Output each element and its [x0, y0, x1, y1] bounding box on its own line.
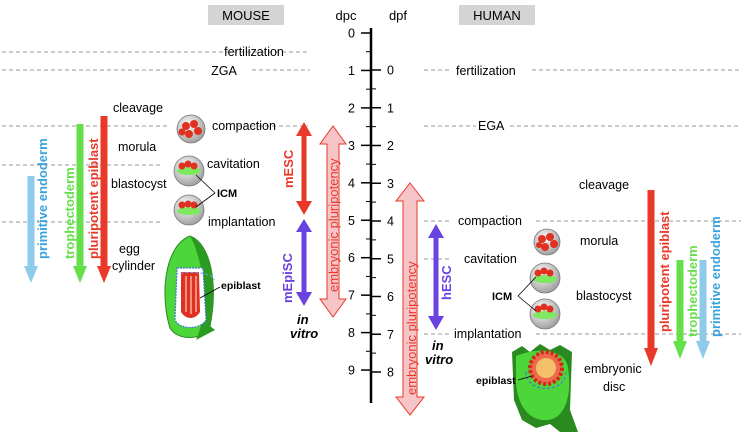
human-in-label: in [432, 338, 444, 353]
human-event-implantation: implantation [454, 327, 521, 341]
mouse-lineage-trophectoderm: trophectoderm [62, 167, 77, 259]
human-stage-embryonic: embryonic [584, 362, 642, 376]
dpc-tick-label: 7 [348, 289, 355, 303]
dpc-tick-label: 2 [348, 101, 355, 115]
human-icm-pointer [517, 276, 537, 312]
mouse-stage-blastocyst: blastocyst [111, 177, 167, 191]
mouse-mesc-label: mESC [281, 149, 296, 188]
human-event-compaction: compaction [458, 214, 522, 228]
dpc-tick-label: 3 [348, 139, 355, 153]
mouse-header: MOUSE [222, 8, 270, 23]
mouse-pluripotency-label: embryonic pluripotency [326, 158, 341, 292]
human-lineage-pluripotent-epiblast: pluripotent epiblast [657, 211, 672, 332]
mouse-morula-image [176, 114, 206, 144]
dpf-tick-label: 5 [387, 252, 394, 266]
dpf-label: dpf [389, 8, 407, 23]
human-embryonic-disc-image [512, 344, 578, 432]
dpc-tick-label: 8 [348, 326, 355, 340]
human-stage-cleavage: cleavage [579, 178, 629, 192]
mouse-epiblast-label: epiblast [221, 280, 261, 292]
dpc-label: dpc [336, 8, 357, 23]
mouse-event-zga: ZGA [211, 64, 237, 78]
dpf-tick-label: 7 [387, 328, 394, 342]
mouse-pluripotency-arrow [319, 125, 347, 318]
mouse-lineage-pluripotent-epiblast: pluripotent epiblast [86, 138, 101, 259]
dpc-tick-label: 4 [348, 176, 355, 190]
human-event-fertilization: fertilization [456, 64, 516, 78]
mouse-header-box [208, 5, 284, 25]
event-lines [2, 51, 741, 335]
human-stage-disc: disc [603, 380, 625, 394]
human-vitro-label: vitro [425, 352, 453, 367]
dpc-tick-label: 0 [348, 27, 355, 41]
mouse-stage-egg: egg [119, 242, 140, 256]
dpf-tick-label: 4 [387, 215, 394, 229]
dpc-tick-label: 9 [348, 364, 355, 378]
mouse-blastocyst-image [173, 155, 205, 187]
human-event-cavitation: cavitation [464, 252, 517, 266]
dpc-tick-label: 6 [348, 251, 355, 265]
human-pluripotency-arrow [394, 182, 426, 416]
human-header: HUMAN [473, 8, 521, 23]
mouse-icm-label: ICM [217, 188, 237, 200]
dpc-tick-label: 1 [348, 64, 355, 78]
human-epiblast-pointer [517, 375, 533, 381]
human-pluripotency-label: embryonic pluripotency [404, 261, 419, 395]
dpf-tick-label: 8 [387, 366, 394, 380]
dpf-tick-label: 2 [387, 139, 394, 153]
dpf-tick-label: 3 [387, 177, 394, 191]
mouse-in-label: in [297, 312, 309, 327]
human-hesc-label: hESC [439, 265, 454, 300]
mouse-implantation-image [173, 194, 205, 226]
mouse-epiblast-pointer [199, 286, 221, 299]
human-lineage-arrows [644, 190, 710, 366]
axis-ticks: 0 1 2 3 4 5 6 7 8 9 0 1 2 3 4 5 6 7 8 [348, 27, 394, 380]
dpf-tick-label: 6 [387, 290, 394, 304]
mouse-event-implantation: implantation [208, 215, 275, 229]
mouse-lineage-arrows [24, 116, 111, 283]
human-icm-label: ICM [492, 291, 512, 303]
human-event-ega: EGA [478, 119, 505, 133]
dpf-tick-label: 1 [387, 101, 394, 115]
human-epiblast-label: epiblast [476, 375, 516, 387]
human-lineage-primitive-endoderm: primitive endoderm [708, 216, 723, 337]
human-stage-blastocyst: blastocyst [576, 289, 632, 303]
mouse-event-compaction: compaction [212, 119, 276, 133]
dpf-tick-label: 0 [387, 64, 394, 78]
mouse-vitro-label: vitro [290, 326, 318, 341]
mouse-stage-cleavage: cleavage [113, 101, 163, 115]
mouse-event-fertilization: fertilization [224, 45, 284, 59]
mouse-stage-cylinder: cylinder [112, 259, 155, 273]
mouse-event-cavitation: cavitation [207, 157, 260, 171]
mouse-egg-cylinder-image [164, 235, 215, 340]
human-implantation-image [529, 298, 561, 330]
human-blastocyst-image [529, 262, 561, 294]
human-stage-morula: morula [580, 234, 618, 248]
human-header-box [459, 5, 535, 25]
human-morula-image [533, 228, 561, 256]
human-lineage-trophectoderm: trophectoderm [685, 245, 700, 337]
dpc-tick-label: 5 [348, 214, 355, 228]
mouse-lineage-primitive-endoderm: primitive endoderm [35, 138, 50, 259]
mouse-stage-morula: morula [118, 140, 156, 154]
mouse-mepisc-label: mEpiSC [280, 253, 295, 303]
mouse-icm-pointer [195, 174, 216, 208]
